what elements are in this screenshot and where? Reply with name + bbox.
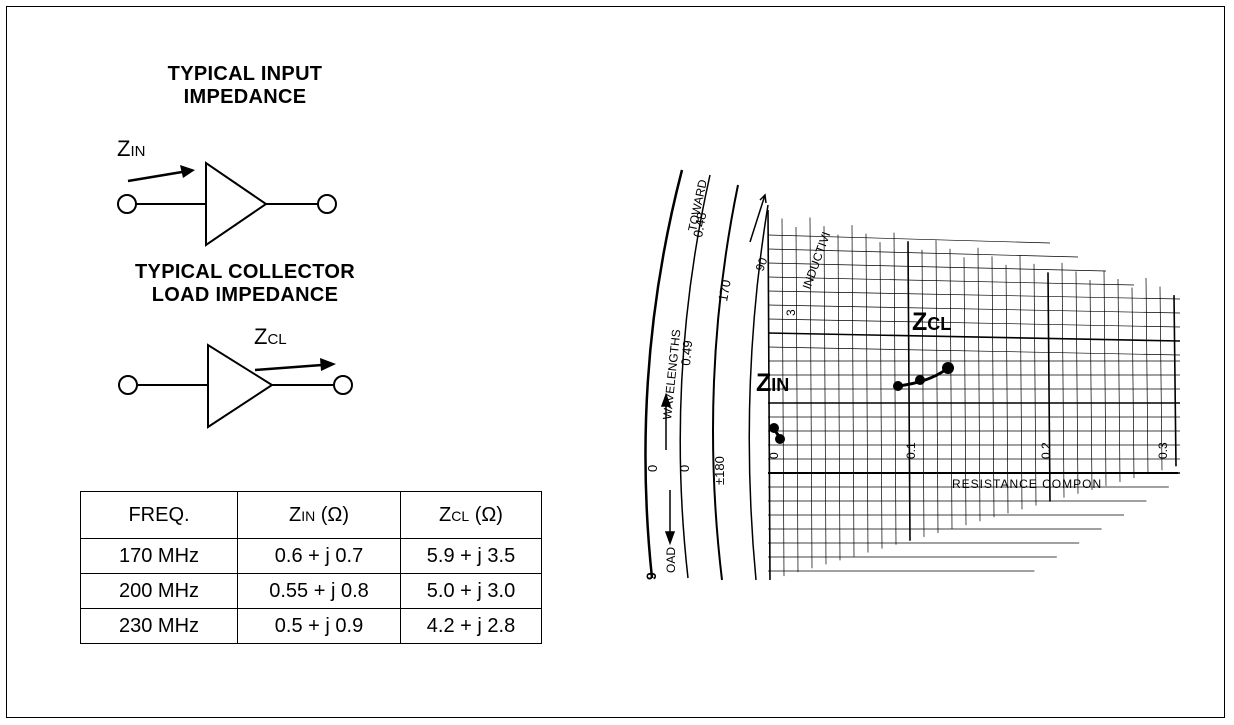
- angle-label: 90: [753, 255, 771, 273]
- zin-point: [769, 423, 779, 433]
- grid-line: [1033, 263, 1037, 506]
- grid-line: [767, 234, 1051, 244]
- grid-line: [767, 209, 771, 581]
- resistance-tick: 0.2: [1039, 442, 1053, 459]
- grid-line: [851, 225, 855, 557]
- impedance-table: FREQ. ZIN (Ω) ZCL (Ω) 170 MHz 0.6 + j 0.…: [80, 491, 542, 644]
- scale-value: 0.49: [678, 340, 695, 367]
- resistance-tick: 0: [767, 452, 781, 459]
- grid-line: [935, 240, 939, 533]
- resistance-label: RESISTANCE COMPON: [952, 477, 1102, 491]
- grid-line: [1159, 286, 1163, 471]
- grid-line: [767, 318, 1181, 328]
- scale-value: 0.48: [690, 211, 709, 239]
- table-row: 200 MHz 0.55 + j 0.8 5.0 + j 3.0: [80, 573, 542, 609]
- resistance-tick: 0.3: [1156, 442, 1170, 459]
- inductive-label: INDUCTIVI: [800, 230, 834, 291]
- freq-cell: 230 MHz: [80, 608, 238, 644]
- zcl-cell: 4.2 + j 2.8: [400, 608, 542, 644]
- grid-line: [767, 332, 1181, 342]
- header-zcl: ZCL (Ω): [400, 491, 542, 539]
- zcl-cell: 5.9 + j 3.5: [400, 538, 542, 574]
- grid-line: [921, 249, 925, 537]
- collector-impedance-heading: TYPICAL COLLECTOR LOAD IMPEDANCE: [70, 261, 420, 307]
- grid-line: [823, 226, 827, 565]
- zin-arrow-icon: [127, 165, 195, 183]
- header-freq: FREQ.: [80, 491, 238, 539]
- grid-line: [837, 234, 841, 561]
- zcl-label: ZCL: [254, 324, 287, 349]
- figure-frame: [6, 6, 1225, 718]
- grid-line: [795, 227, 799, 573]
- grid-line: [767, 248, 1079, 258]
- zcl-arrow-icon: [254, 358, 336, 372]
- smith-grid: [767, 209, 1181, 581]
- zin-point: [775, 434, 785, 444]
- heading-line: LOAD IMPEDANCE: [151, 284, 339, 306]
- grid-line: [1117, 278, 1121, 483]
- grid-line: [767, 290, 1181, 300]
- input-impedance-heading: TYPICAL INPUT IMPEDANCE: [95, 63, 395, 109]
- amplifier-schematics: ZIN ZCL: [117, 136, 353, 429]
- grid-line: [907, 241, 911, 541]
- zin-cell: 0.5 + j 0.9: [237, 608, 401, 644]
- grid-line: [767, 304, 1181, 314]
- input-amplifier-symbol: [117, 161, 337, 247]
- load-label: OAD: [664, 547, 678, 573]
- grid-line: [1173, 295, 1177, 467]
- angle-label: 170: [715, 279, 734, 303]
- zcl-cell: 5.0 + j 3.0: [400, 573, 542, 609]
- grid-line: [767, 346, 1181, 356]
- grid-line: [1131, 287, 1135, 479]
- table-row: 230 MHz 0.5 + j 0.9 4.2 + j 2.8: [80, 608, 542, 644]
- grid-line: [1019, 255, 1023, 510]
- zin-label: ZIN: [117, 136, 145, 161]
- grid-line: [1075, 271, 1079, 494]
- header-zin: ZIN (Ω): [237, 491, 401, 539]
- zcl-point: [915, 375, 925, 385]
- grid-line: [809, 217, 813, 569]
- zin-cell: 0.6 + j 0.7: [237, 538, 401, 574]
- grid-line: [865, 233, 869, 553]
- scale-value: 0: [645, 465, 660, 472]
- heading-line: IMPEDANCE: [183, 86, 307, 108]
- angle-arrow-icon: [749, 193, 767, 243]
- grid-line: [879, 242, 883, 549]
- table-row: 170 MHz 0.6 + j 0.7 5.9 + j 3.5: [80, 538, 542, 574]
- scale-value: 0: [677, 465, 692, 472]
- freq-cell: 200 MHz: [80, 573, 238, 609]
- heading-line: TYPICAL COLLECTOR: [135, 261, 355, 283]
- grid-line: [1089, 279, 1093, 490]
- table-header-row: FREQ. ZIN (Ω) ZCL (Ω): [80, 491, 542, 539]
- grid-line: [781, 218, 785, 577]
- grid-line: [977, 247, 981, 522]
- freq-cell: 170 MHz: [80, 538, 238, 574]
- collector-amplifier-symbol: [118, 343, 353, 429]
- zcl-point: [942, 362, 954, 374]
- load-arrow-icon: [664, 490, 676, 546]
- zcl-trace: [893, 362, 954, 391]
- outer-scale-arcs: [644, 169, 769, 581]
- grid-line: [1061, 262, 1065, 498]
- heading-line: TYPICAL INPUT: [167, 63, 323, 85]
- smith-zcl-label: ZCL: [912, 308, 951, 336]
- grid-line: [1103, 270, 1107, 486]
- grid-line: [963, 257, 967, 526]
- zin-trace: [769, 423, 785, 444]
- smith-zin-label: ZIN: [756, 369, 789, 397]
- scale-value: 9: [643, 572, 659, 580]
- grid-line: [767, 262, 1107, 272]
- zcl-point: [893, 381, 903, 391]
- wavelength-arrow-icon: [660, 392, 672, 450]
- smith-chart-fragment: ZCL ZIN TOWARD WAVELENGTHS OAD 0.48 0.49…: [643, 169, 1181, 581]
- resistance-tick: 0.1: [904, 442, 918, 459]
- grid-line: [1145, 278, 1149, 475]
- grid-line: [767, 276, 1135, 286]
- zin-cell: 0.55 + j 0.8: [237, 573, 401, 609]
- angle-label: ±180: [712, 456, 727, 485]
- reactance-tick: 3: [784, 309, 798, 316]
- grid-line: [1047, 272, 1051, 502]
